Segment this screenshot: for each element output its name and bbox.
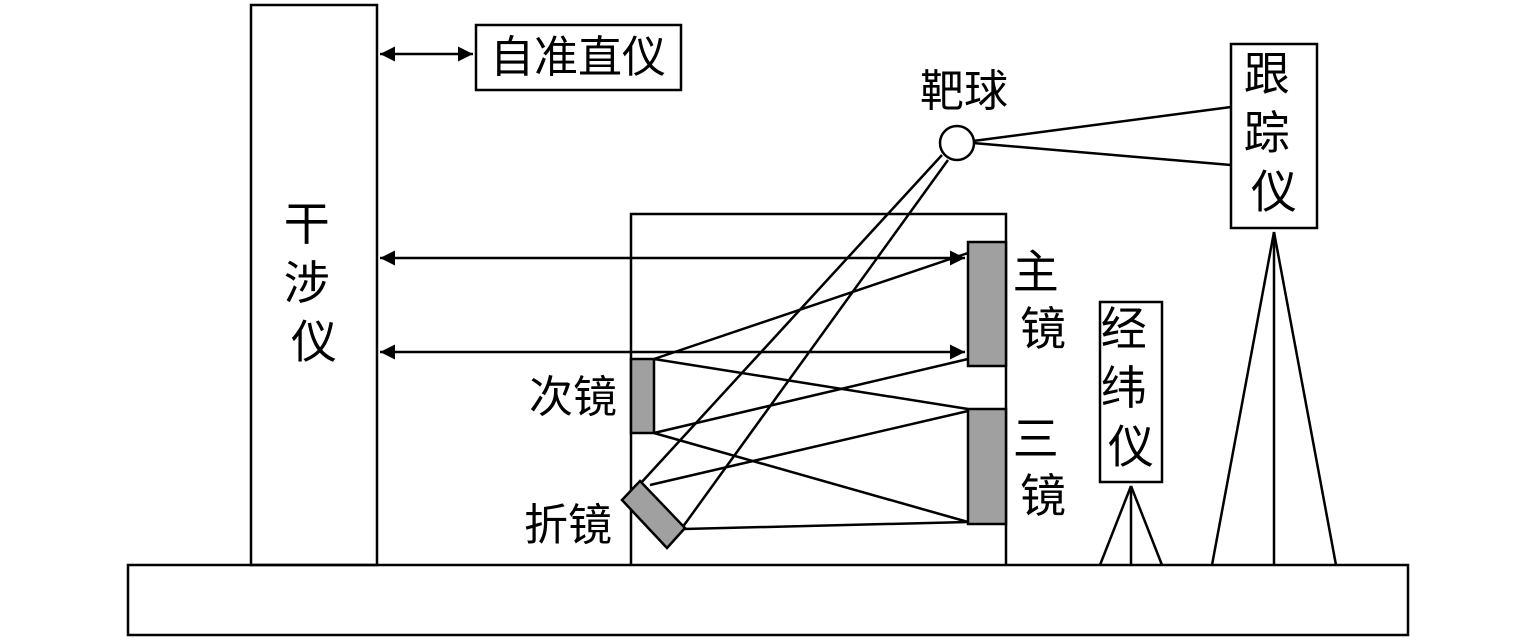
primary-mirror-label: 主 镜 [1013, 245, 1074, 356]
tertiary-mirror-char-1: 三 [1013, 412, 1059, 466]
ray-primary-to-secondary-bottom [653, 357, 969, 435]
ray-target-to-tracker-bottom [972, 141, 1232, 167]
telescope-housing [629, 212, 1008, 565]
ray-target-to-tracker-top [972, 105, 1232, 143]
target-ball [938, 124, 976, 162]
tracker-char-1: 跟 [1244, 47, 1290, 101]
fold-mirror [620, 479, 687, 550]
interferometer-char-2: 涉 [284, 256, 330, 310]
target-ball-label: 靶球 [920, 66, 1008, 117]
autocollimator-label: 自准直仪 [490, 32, 666, 83]
interferometer-label: 干 涉 仪 [284, 197, 345, 369]
theodolite-tripod [1098, 485, 1164, 566]
secondary-mirror [629, 357, 656, 435]
tracker-tripod-leg-left [1210, 231, 1276, 566]
tertiary-mirror-label: 三 镜 [1013, 412, 1074, 523]
interferometer-char-3: 仪 [291, 315, 337, 369]
fold-mirror-label: 折镜 [524, 500, 612, 551]
ray-primary-to-secondary-top [653, 251, 969, 361]
tracker-char-2: 踪 [1244, 106, 1290, 160]
primary-mirror-char-2: 镜 [1020, 302, 1066, 356]
interferometer-box [249, 3, 379, 567]
tracker-tripod [1210, 231, 1338, 566]
theodolite-label: 经 纬 仪 [1101, 302, 1162, 474]
theodolite-char-1: 经 [1101, 302, 1147, 356]
ray-fold-to-target-left [639, 154, 943, 485]
ray-tertiary-to-fold-bottom [683, 520, 969, 531]
theodolite-tripod-leg-right [1129, 485, 1164, 566]
theodolite-char-3: 仪 [1108, 420, 1154, 474]
tracker-char-3: 仪 [1251, 165, 1297, 219]
tracker-label: 跟 踪 仪 [1244, 47, 1305, 219]
tracker-tripod-leg-right [1272, 231, 1338, 566]
theodolite-box [1098, 300, 1164, 484]
tertiary-mirror-char-2: 镜 [1020, 469, 1066, 523]
optical-bench-base [126, 563, 1410, 637]
secondary-mirror-label: 次镜 [529, 372, 617, 423]
theodolite-char-2: 纬 [1101, 361, 1147, 415]
autocollimator-box [474, 23, 683, 92]
tracker-box [1229, 42, 1319, 230]
primary-mirror [966, 240, 1008, 368]
tertiary-mirror [966, 407, 1008, 526]
theodolite-tripod-leg-left [1098, 485, 1133, 566]
ray-tertiary-to-fold-top [649, 409, 969, 487]
ray-fold-to-target-right [680, 159, 950, 529]
ray-paths [639, 105, 1232, 531]
ray-secondary-to-tertiary-bottom [653, 431, 969, 524]
ray-secondary-to-tertiary-top [653, 357, 969, 411]
interferometer-char-1: 干 [284, 197, 330, 251]
primary-mirror-char-1: 主 [1013, 245, 1059, 299]
